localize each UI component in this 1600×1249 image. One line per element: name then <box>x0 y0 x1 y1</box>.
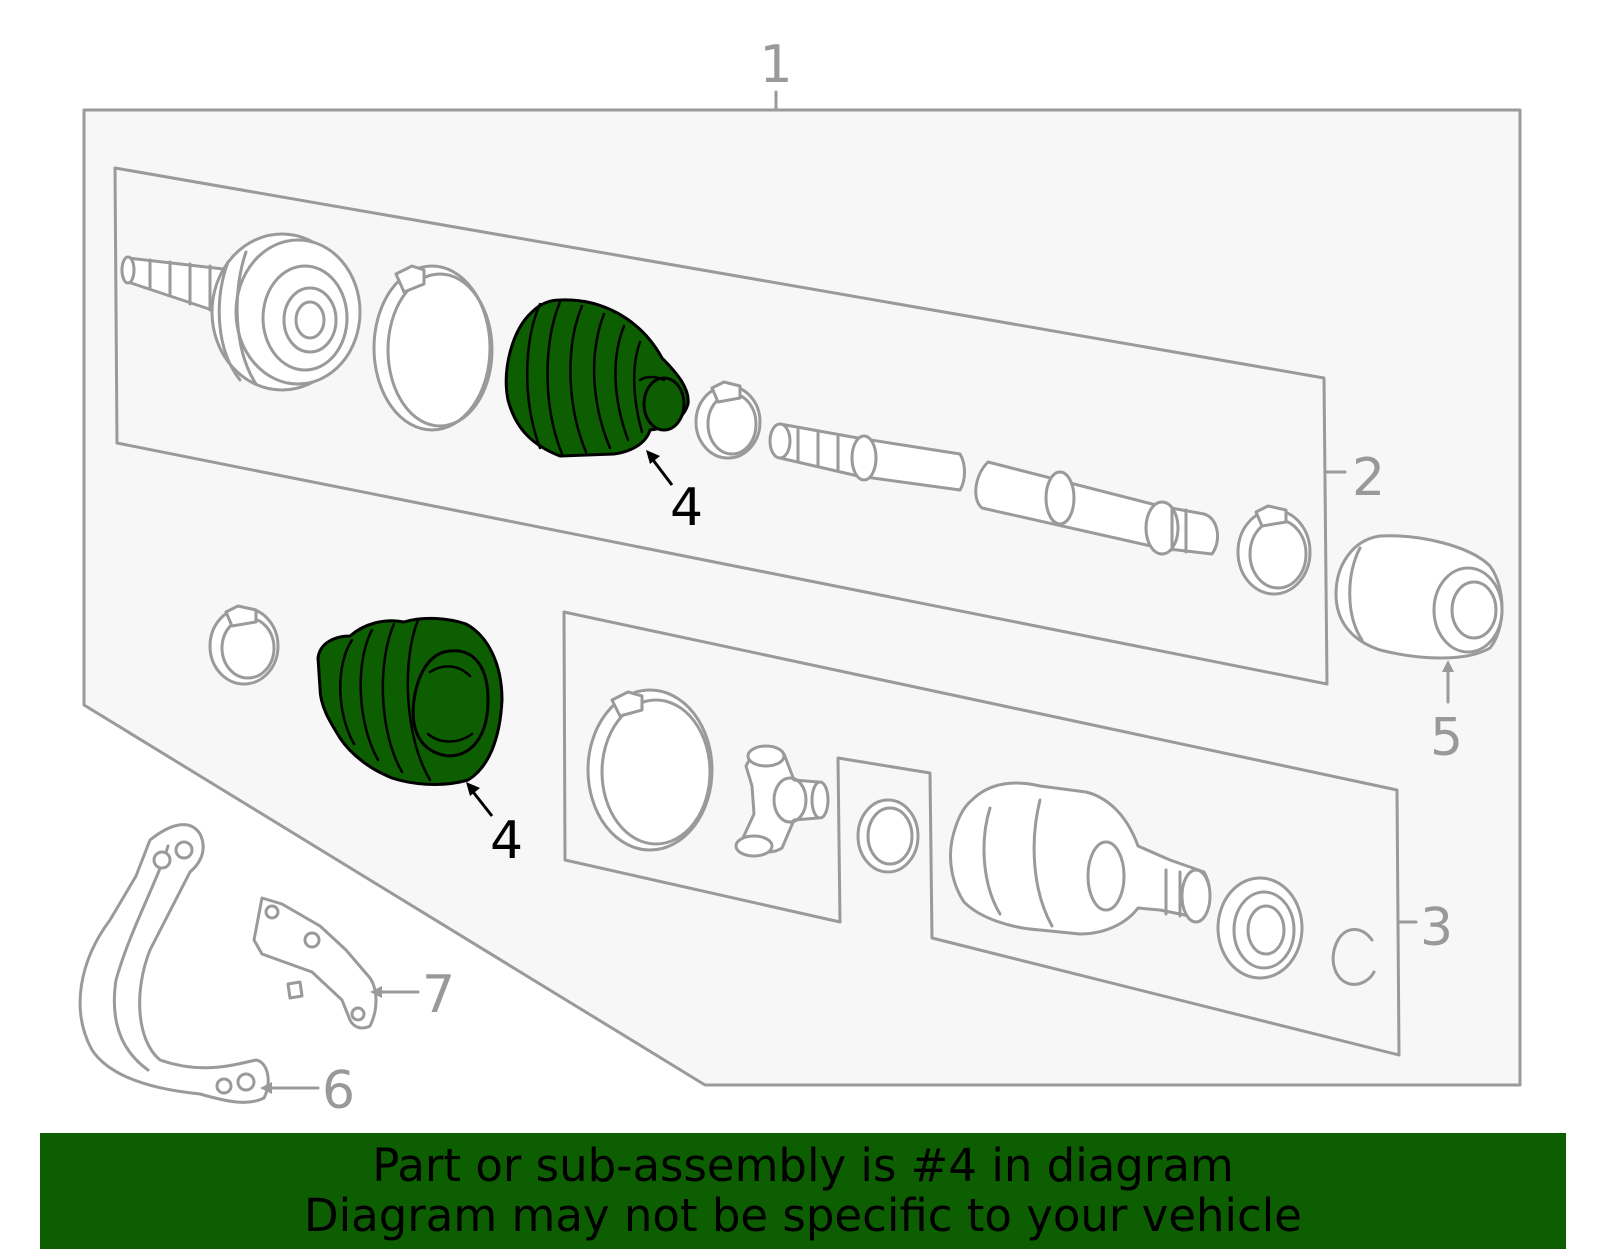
bracket-7 <box>252 896 378 1030</box>
half-shaft <box>768 422 1220 556</box>
callout-5: 5 <box>1430 708 1463 768</box>
boot-clamp-large-upper <box>372 264 494 432</box>
banner-line-2: Diagram may not be specific to your vehi… <box>304 1189 1302 1242</box>
boot-clamp-large-lower <box>586 688 714 852</box>
callout-1: 1 <box>759 35 792 95</box>
small-clamp-left <box>208 604 280 686</box>
inner-cv-boot-highlighted <box>316 616 504 786</box>
snap-ring <box>856 798 920 874</box>
callout-4-upper: 4 <box>670 478 703 538</box>
oil-seal <box>1216 876 1304 980</box>
info-banner: Part or sub-assembly is #4 in diagram Di… <box>40 1133 1566 1249</box>
small-clamp-upper <box>694 380 762 460</box>
outer-cv-joint <box>120 232 362 392</box>
callout-2: 2 <box>1352 448 1385 508</box>
inner-joint-housing <box>1334 534 1504 660</box>
callout-3: 3 <box>1420 898 1453 958</box>
banner-line-1: Part or sub-assembly is #4 in diagram <box>372 1139 1234 1192</box>
bracket-6 <box>78 823 270 1104</box>
outer-cv-boot-highlighted <box>504 298 690 458</box>
circlip <box>1331 928 1376 986</box>
callout-6: 6 <box>322 1061 355 1121</box>
small-clamp-right <box>1236 504 1312 596</box>
inner-tripod-housing <box>949 781 1212 936</box>
callout-7: 7 <box>422 965 455 1025</box>
callout-4-lower: 4 <box>490 811 523 871</box>
tripod-spider <box>734 744 830 858</box>
